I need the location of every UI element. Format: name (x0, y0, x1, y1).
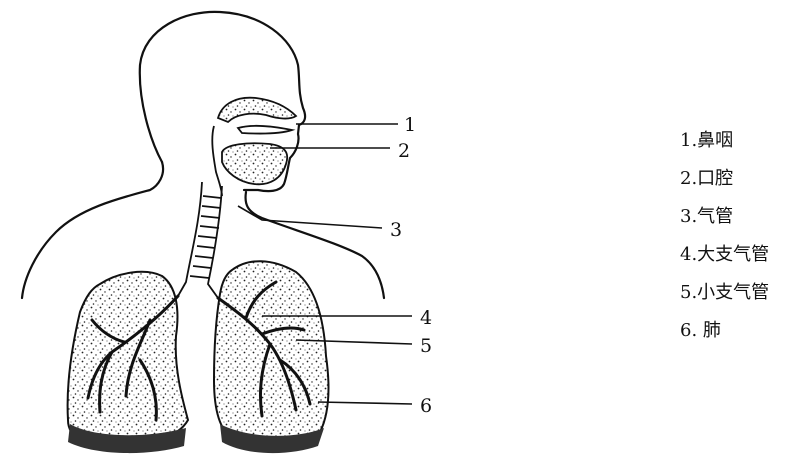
legend-item-trachea: 3.气管 (680, 198, 795, 236)
callout-number-3: 3 (390, 219, 402, 241)
nasal-cavity (218, 98, 296, 122)
legend-item-main-bronchus: 4.大支气管 (680, 236, 795, 274)
legend-item-bronchiole: 5.小支气管 (680, 274, 795, 312)
callout-number-2: 2 (398, 140, 410, 162)
legend-item-oral-cavity: 2.口腔 (680, 160, 795, 198)
callout-numbers: 1 2 3 4 5 6 (390, 114, 432, 417)
callout-number-5: 5 (420, 335, 432, 357)
pharynx (212, 126, 222, 196)
left-lung (68, 272, 188, 453)
legend-item-lung: 6. 肺 (680, 312, 795, 350)
leader-line-6 (318, 402, 412, 404)
callout-number-1: 1 (404, 114, 416, 136)
nasal-and-oral-cavity (212, 98, 296, 196)
body-outline (22, 12, 384, 298)
trachea (178, 182, 222, 298)
palate (238, 126, 292, 134)
legend: 1.鼻咽 2.口腔 3.气管 4.大支气管 5.小支气管 6. 肺 (680, 122, 795, 350)
right-lung (214, 261, 328, 453)
callout-number-4: 4 (420, 307, 432, 329)
callout-number-6: 6 (420, 395, 432, 417)
legend-item-nasopharynx: 1.鼻咽 (680, 122, 795, 160)
oral-cavity (222, 143, 287, 184)
